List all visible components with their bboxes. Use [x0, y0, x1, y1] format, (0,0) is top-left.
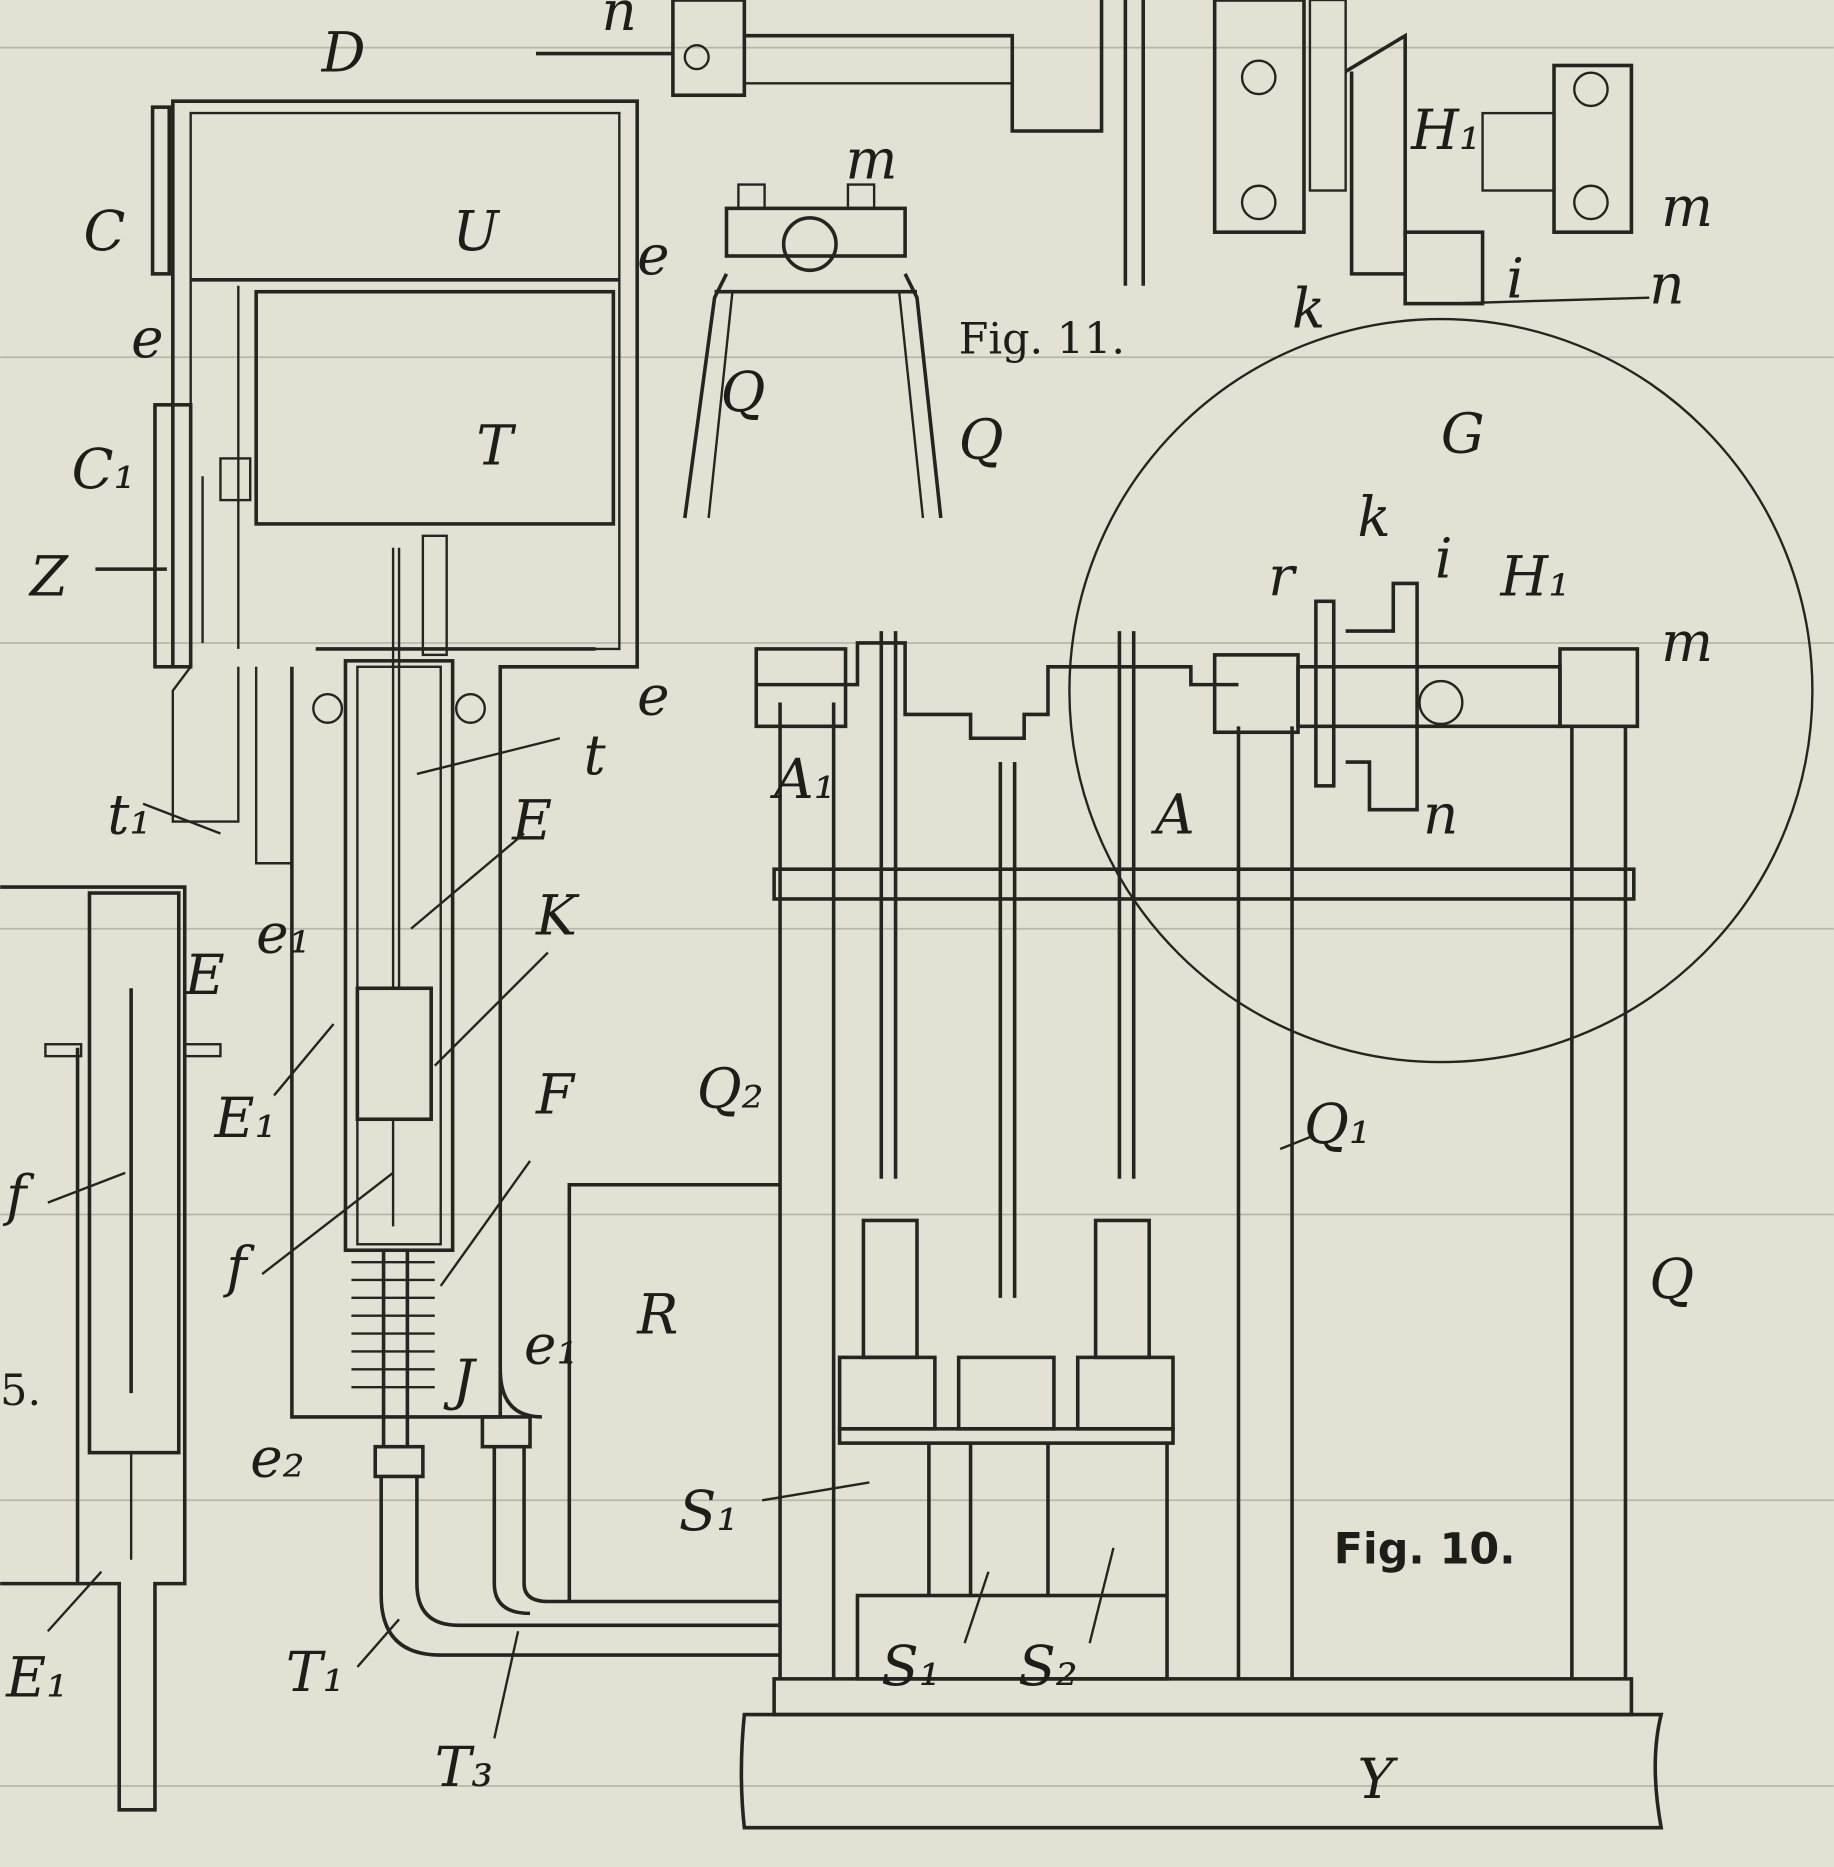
part-label: U [453, 199, 501, 263]
part-labels: n D U C e e T C₁ Z m Q Q m k i n H₁ G k … [0, 0, 1713, 1811]
part-label: F [535, 1062, 576, 1126]
part-label: t [584, 723, 607, 787]
part-label: E [511, 788, 552, 852]
part-label: G [1441, 401, 1485, 465]
part-label: m [846, 128, 898, 192]
part-label: n [1423, 782, 1458, 846]
fig11-caption: Fig. 11. [959, 315, 1125, 365]
part-label: S₁ [881, 1634, 940, 1698]
part-label: e [131, 306, 163, 370]
part-label: Y [1358, 1747, 1399, 1811]
part-label: C [84, 199, 126, 263]
part-label: T₁ [286, 1640, 344, 1704]
part-label: E₁ [5, 1646, 68, 1710]
part-label: t₁ [107, 782, 151, 846]
part-label: n [1649, 253, 1684, 317]
part-label: n [601, 0, 636, 43]
part-label: H₁ [1499, 544, 1570, 608]
part-label: Q₂ [697, 1056, 764, 1120]
part-label: Z [28, 544, 69, 608]
part-label: e₂ [250, 1425, 304, 1489]
part-label: e₁ [524, 1312, 578, 1376]
part-label: r [1268, 544, 1297, 608]
part-label: T [476, 413, 516, 477]
top-mechanism-fragment [535, 0, 1634, 306]
part-label: f [2, 1164, 35, 1228]
fig10-caption: Fig. 10. [1334, 1524, 1516, 1574]
part-label: H₁ [1410, 98, 1481, 162]
bleed-through-text [0, 46, 1834, 1787]
part-label: E [184, 943, 225, 1007]
part-label: Q [1649, 1247, 1694, 1311]
part-label: m [1661, 175, 1713, 239]
part-label: k [1292, 276, 1325, 340]
part-label: S₂ [1018, 1634, 1077, 1698]
fig15-fragment [0, 885, 222, 1812]
part-label: e₁ [256, 902, 310, 966]
leader-lines [46, 296, 1650, 1739]
part-label: Q₁ [1304, 1092, 1371, 1156]
part-label: E₁ [213, 1086, 276, 1150]
part-label: S₁ [679, 1479, 738, 1543]
part-label: T₃ [435, 1735, 493, 1799]
tank-assembly [95, 99, 781, 1657]
spring [351, 1250, 435, 1447]
part-label: 5. [0, 1366, 41, 1416]
part-label: C₁ [72, 437, 136, 501]
part-label: k [1358, 485, 1391, 549]
part-label: A₁ [769, 747, 836, 811]
fig10-frame [739, 581, 1664, 1830]
part-label: Q [959, 407, 1004, 471]
part-label: D [321, 20, 366, 84]
fig11-bracket [683, 183, 943, 519]
part-label: Q [721, 360, 766, 424]
part-label: e [637, 663, 669, 727]
part-label: R [636, 1283, 678, 1347]
part-label: J [443, 1348, 478, 1412]
part-label: i [1506, 247, 1524, 311]
part-label: e [637, 223, 669, 287]
part-label: f [222, 1235, 255, 1299]
wheel-circle-g [1068, 317, 1814, 1064]
part-label: K [535, 884, 580, 948]
part-label: m [1661, 610, 1713, 674]
part-label: A [1150, 782, 1195, 846]
part-label: i [1435, 526, 1453, 590]
